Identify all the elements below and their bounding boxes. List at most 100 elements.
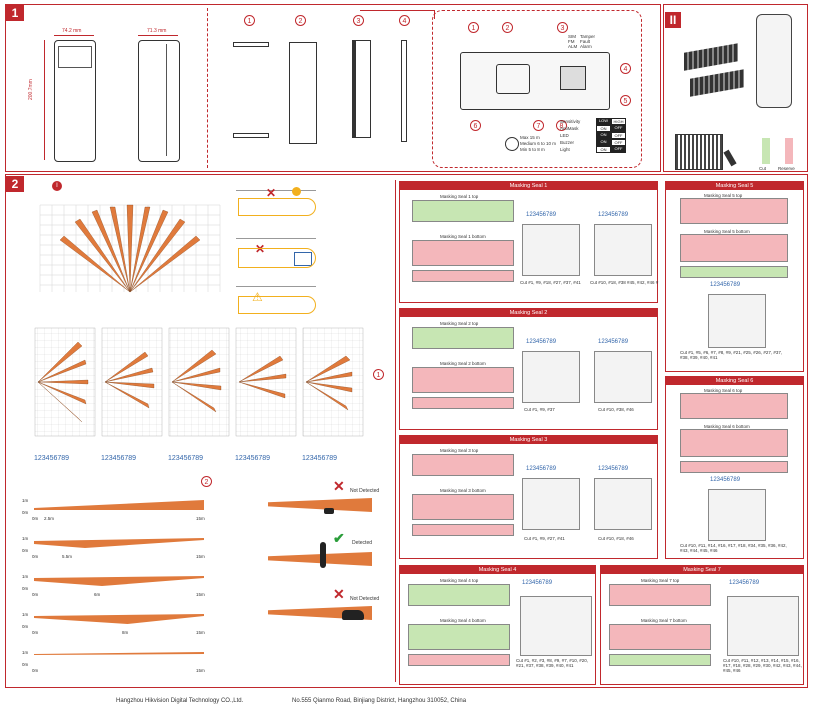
pcb-chip [560, 66, 586, 90]
masking-seal-2-bottom-grid [412, 367, 514, 393]
side-view-2 [101, 327, 163, 437]
dip-on-4: ON [596, 146, 611, 153]
section-2-tag: 2 [6, 176, 24, 192]
masking-seal-1-top-label: Masking Seal 1 top [440, 194, 479, 199]
range-min: Min 5 to 8 m [520, 147, 545, 152]
range-rows: 1m 0m 0m 2.5m 15m 1m 0m 0m 5.5m 15m 1m 0… [22, 496, 222, 686]
beam-1 [59, 235, 131, 293]
section-1-frame [5, 4, 661, 172]
masking-seal-3-fan-a [522, 478, 580, 530]
beam-illustration-1 [238, 198, 316, 216]
masking-seal-6-top-grid [680, 393, 788, 419]
masking-seal-6-top-label: Masking Seal 6 top [704, 388, 743, 393]
masking-seal-7-top-label: Masking Seal 7 top [641, 578, 680, 583]
part-1-top [233, 42, 269, 47]
device-side-view [138, 40, 180, 162]
callout-pcb-8: 8 [556, 120, 567, 131]
masking-seal-3-cut-b: Cut #10, #18, #46 [598, 536, 634, 541]
masking-seal-1-scale-a: 123456789 [526, 212, 557, 218]
masking-seal-3-scale-b: 123456789 [598, 466, 629, 472]
beam-illustration-2 [238, 248, 316, 268]
person-icon [320, 542, 326, 568]
not-detected-label-2: Not Detected [350, 596, 380, 602]
legend-cut-swatch [762, 138, 770, 164]
dip-on-3: ON [596, 139, 611, 146]
masking-seal-6-last-row [680, 461, 788, 473]
masking-seal-6-cut: Cut #10, #11, #14, #16, #17, #18, #34, #… [680, 543, 787, 553]
masking-seal-5-top-label: Masking Seal 5 top [704, 193, 743, 198]
dip-high: HIGH [611, 118, 626, 125]
masking-seal-5-bottom-grid [680, 234, 788, 262]
dip-led: LED [560, 133, 569, 138]
masking-seal-2-title: Masking Seal 2 [400, 309, 657, 317]
masking-seal-5-title: Masking Seal 5 [666, 182, 803, 190]
masking-seal-2-cut-a: Cut #1, #9, #37 [524, 407, 555, 412]
masking-seal-2-last-row [412, 397, 514, 409]
range-medium: Medium 6 to 10 m [520, 141, 557, 146]
section-2-divider [395, 180, 396, 682]
callout-pcb-7: 7 [533, 120, 544, 131]
scale-3: 123456789 [168, 455, 204, 462]
car-icon [342, 610, 364, 620]
masking-seal-6-bottom-grid [680, 429, 788, 457]
dim-line-side [138, 35, 178, 36]
device-front-window [58, 46, 92, 68]
scale-5: 123456789 [302, 455, 338, 462]
footer-address: No.555 Qianmo Road, Binjiang District, H… [292, 698, 467, 704]
led-label-tamper: Tamper [580, 34, 596, 39]
range-row-3: 1m 0m 0m 6m 15m [22, 574, 205, 597]
beam-9 [129, 235, 201, 293]
cross-icon-1: ✕ [266, 186, 277, 200]
masking-seal-7-fan [727, 596, 799, 656]
led-label-sim: SIM [568, 34, 577, 39]
beam-illustration-3 [238, 296, 316, 314]
masking-seal-7-title: Masking Seal 7 [601, 566, 803, 574]
masking-seal-2-cut-b: Cut #10, #38, #46 [598, 407, 634, 412]
detector-body-3d [756, 14, 792, 108]
legend-reserve-swatch [785, 138, 793, 164]
masking-seal-1-panel: Masking Seal 1 Masking Seal 1 top Maskin… [399, 181, 658, 303]
callout-pcb-4: 4 [620, 63, 631, 74]
masking-seal-2-top-label: Masking Seal 2 top [440, 321, 479, 326]
part-3-bracket [352, 40, 371, 138]
masking-seal-4-title: Masking Seal 4 [400, 566, 595, 574]
masking-seal-4-top-grid [408, 584, 510, 606]
masking-seal-5-top-grid [680, 198, 788, 224]
masking-seal-7-panel: Masking Seal 7 Masking Seal 7 top Maskin… [600, 565, 804, 685]
part-1-bottom [233, 133, 269, 138]
side-view-3 [168, 327, 230, 437]
masking-seal-4-fan [520, 596, 592, 656]
masking-seal-2-top-grid [412, 327, 514, 349]
legend-reserve-label: Reserve [778, 166, 795, 171]
section-1-tag: 1 [6, 5, 24, 21]
pet-icon [324, 508, 334, 514]
not-detected-icon-1: ✕ [333, 478, 345, 494]
masking-seal-4-cut: Cut #1, #2, #3, #8, #9, #7, #10, #20, #2… [516, 658, 589, 668]
masking-seal-4-last-row [408, 654, 510, 666]
dashed-divider [207, 8, 208, 168]
footer-company: Hangzhou Hikvision Digital Technology CO… [116, 698, 244, 704]
masking-seal-3-bottom-grid [412, 494, 514, 520]
not-detected-label-1: Not Detected [350, 488, 380, 494]
coverage-beams [59, 204, 201, 293]
beam-6 [129, 206, 151, 293]
dip-on-1: ON [596, 125, 611, 132]
section-2-fig-i-badge: I [52, 181, 62, 191]
device-side-detail [166, 44, 177, 156]
masking-seal-4-bottom-grid [408, 624, 510, 650]
led-label-fm: FM [568, 39, 575, 44]
masking-seal-1-bottom-grid [412, 240, 514, 266]
masking-seal-1-scale-b: 123456789 [598, 212, 629, 218]
callout-pcb-1: 1 [468, 22, 479, 33]
masking-seal-6-scale: 123456789 [710, 477, 741, 483]
side-view-1 [34, 327, 96, 437]
section-2-frame [5, 174, 808, 688]
masking-seal-1-bottom-label: Masking Seal 1 bottom [440, 234, 486, 239]
masking-seal-1-cut-b: Cut #10, #18, #38 #45, #42, #46 # [590, 280, 659, 285]
pcb-detail-box [432, 10, 642, 168]
range-max: Max 15 m [520, 135, 540, 140]
fig-circle-1: 1 [373, 369, 384, 380]
masking-seal-5-fan [708, 294, 766, 348]
scenario-heater-box [236, 238, 316, 275]
range-dial-icon [505, 137, 519, 151]
